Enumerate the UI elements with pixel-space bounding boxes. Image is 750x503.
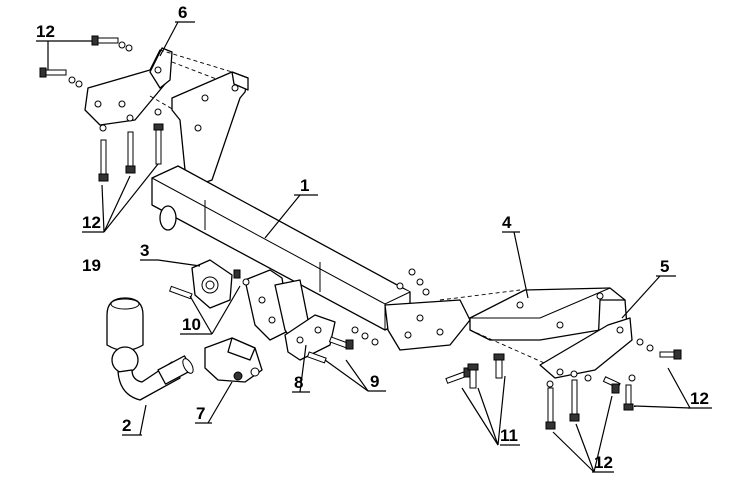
callout-3: 3 (140, 241, 149, 260)
callout-19: 19 (82, 256, 101, 275)
socket-plate (284, 314, 336, 361)
callout-5: 5 (660, 257, 669, 276)
callout-1: 1 (300, 176, 309, 195)
callout-10: 10 (182, 315, 201, 334)
callout-2: 2 (122, 416, 131, 435)
upper-arm-bracket (171, 71, 249, 186)
callout-12-right: 12 (690, 389, 709, 408)
callout-11: 11 (500, 426, 518, 445)
socket-holder (191, 259, 233, 309)
callout-12-top-left: 12 (36, 22, 55, 41)
callout-4: 4 (502, 213, 512, 232)
ball-cover-cap (106, 297, 144, 352)
leader-lines (36, 21, 712, 473)
callout-6: 6 (178, 3, 187, 22)
right-end-plate (539, 317, 633, 379)
coupling-head (204, 337, 263, 383)
callout-12-bottom-right: 12 (594, 453, 613, 472)
fastener-bolts (39, 35, 682, 430)
callout-8: 8 (294, 373, 303, 392)
callout-9: 9 (370, 372, 379, 391)
callout-7: 7 (196, 404, 205, 423)
tow-ball-neck (111, 346, 194, 401)
main-crossbar (151, 165, 471, 351)
callout-12-mid-left: 12 (82, 213, 101, 232)
